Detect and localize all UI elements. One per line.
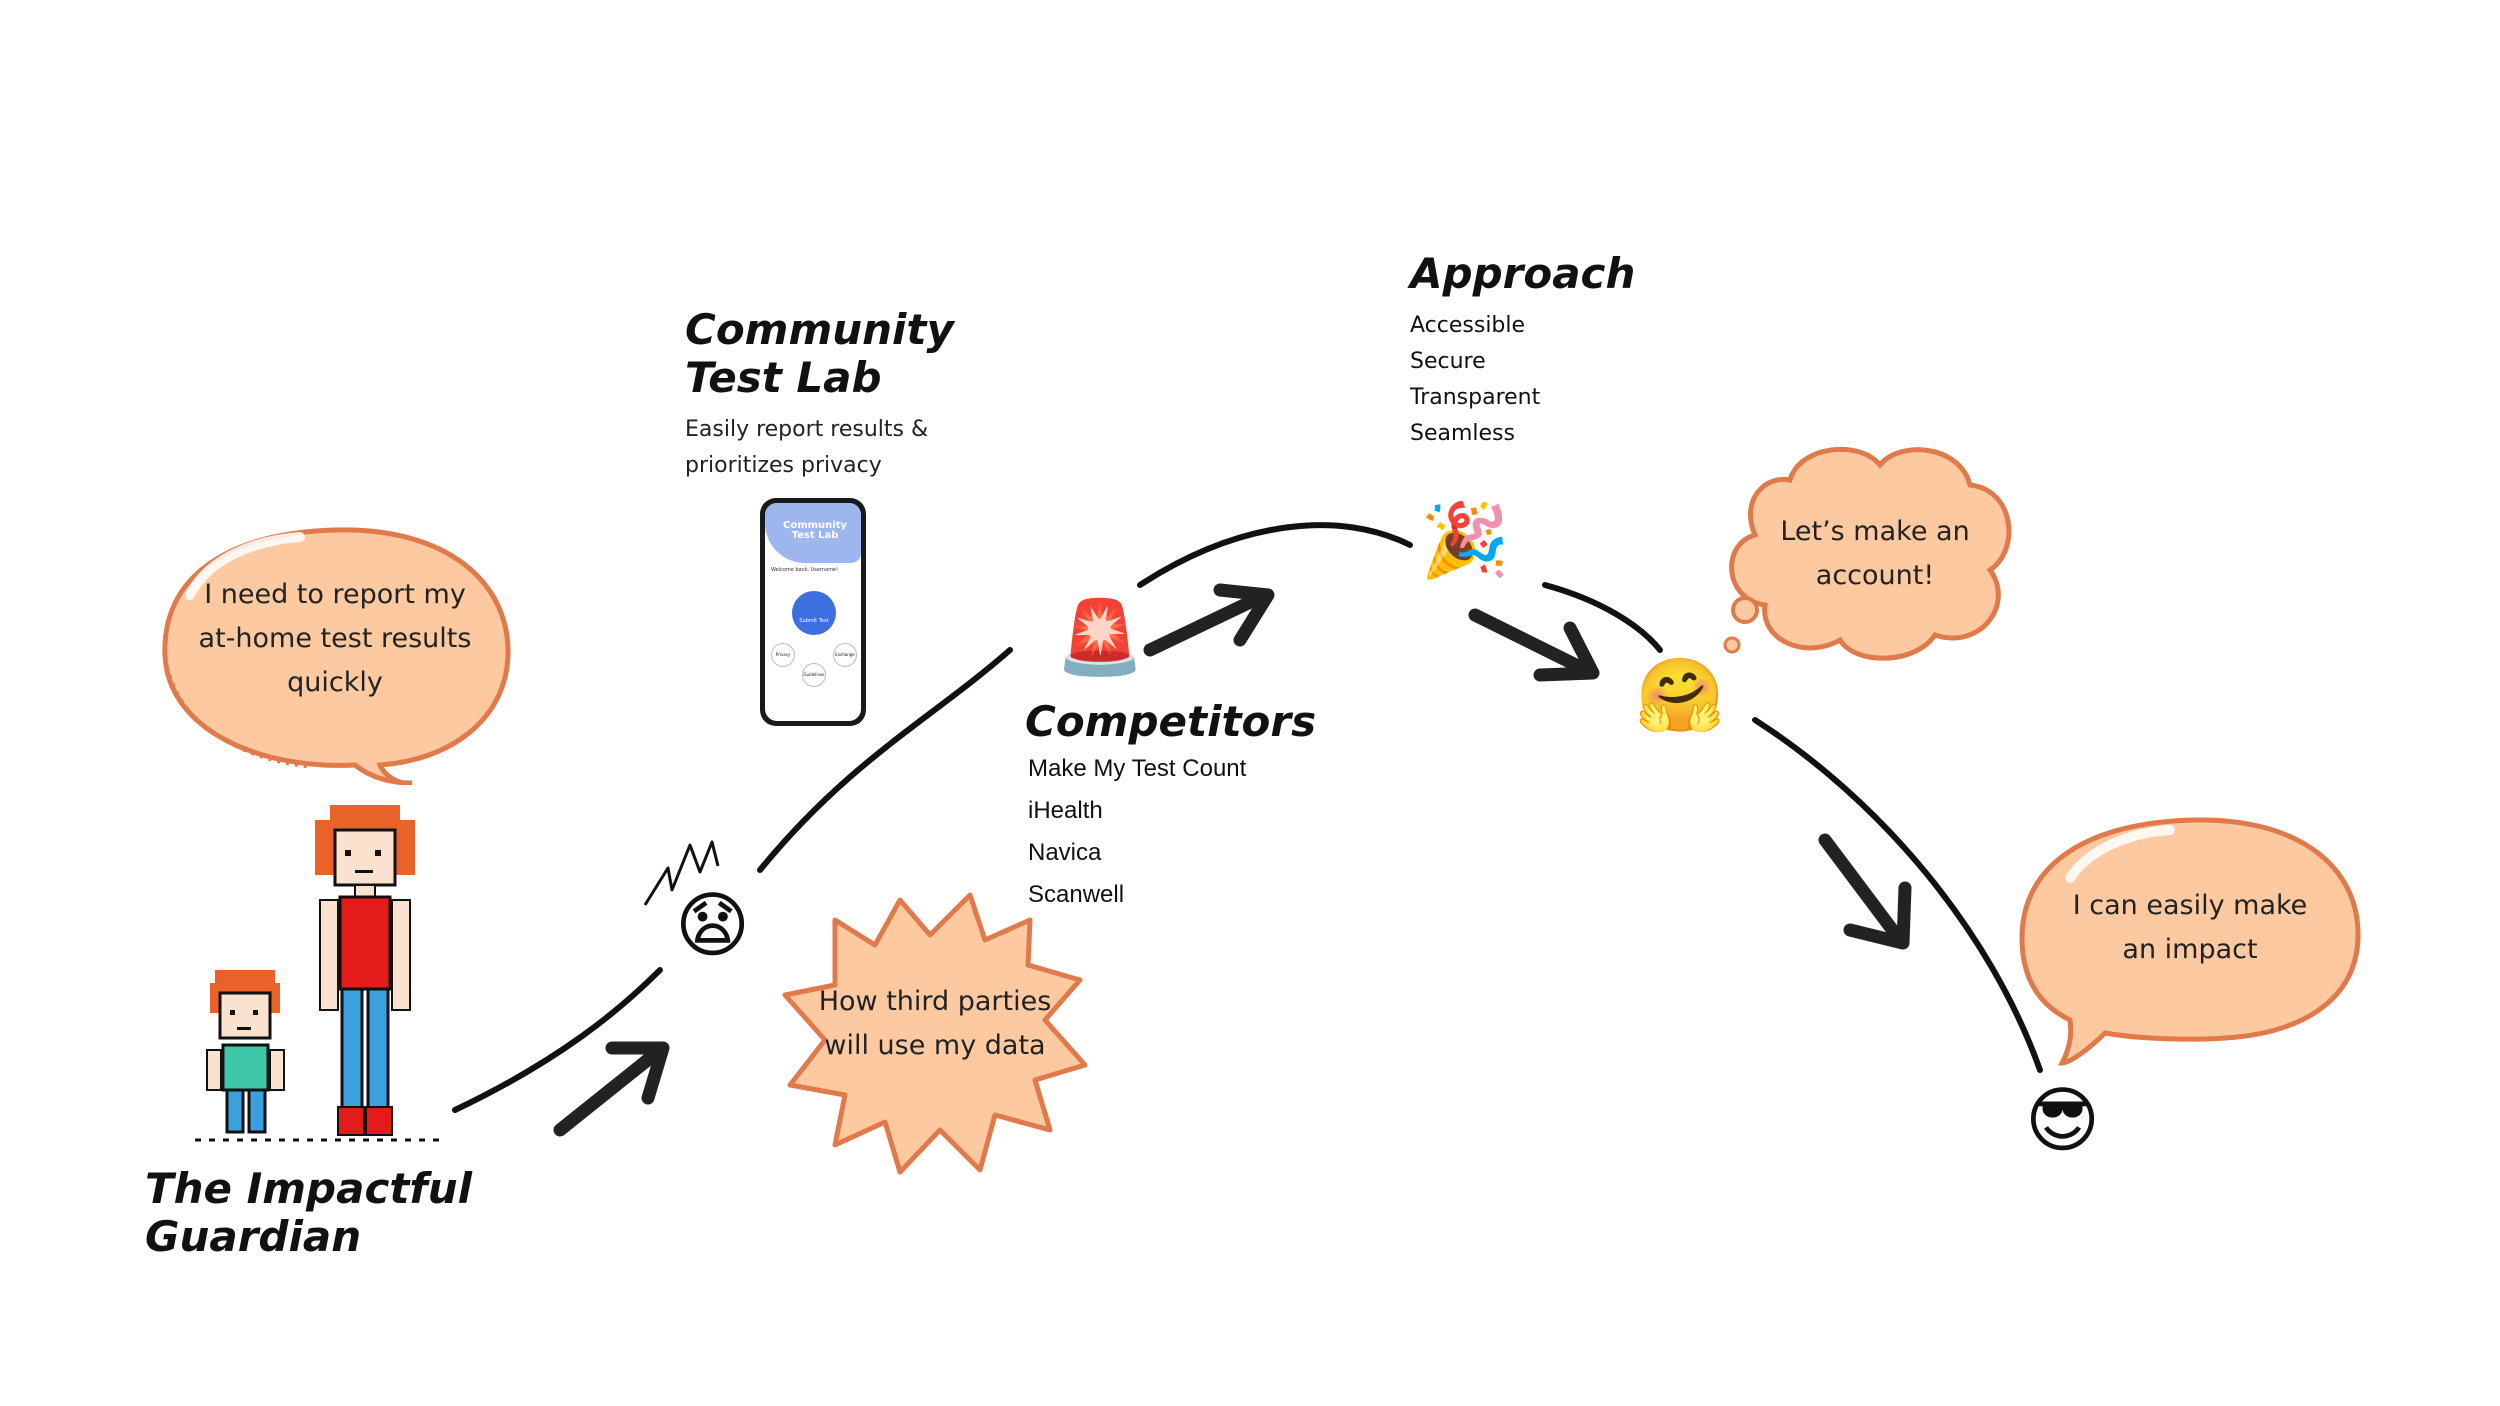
phone-shortcut-exchange[interactable]: Exchange [833, 643, 857, 667]
outcome-text: I can easily make an impact [2072, 890, 2308, 965]
phone-shortcut-privacy[interactable]: Privacy [771, 643, 795, 667]
persona-speech-bubble: I need to report my at-home test results… [150, 515, 520, 786]
approach-item: Accessible [1410, 313, 1526, 338]
party-popper-icon: 🎉 [1420, 498, 1510, 582]
competitors-list: Make My Test Count iHealth Navica Scanwe… [1028, 748, 1388, 916]
competitor-item: Make My Test Count [1028, 755, 1247, 782]
thought-text: Let’s make an account! [1780, 516, 1970, 591]
arrow-up-right-2 [1143, 583, 1275, 657]
worry-burst-bubble: How third parties will use my data [780, 890, 1090, 1180]
journey-curve [1542, 582, 1663, 653]
stress-mark [643, 840, 720, 906]
approach-item: Seamless [1410, 421, 1515, 446]
approach-title: Approach [1410, 249, 1636, 298]
adult-figure [315, 805, 415, 1136]
journey-curve [452, 967, 663, 1113]
competitor-item: Scanwell [1028, 881, 1125, 908]
phone-header [765, 503, 861, 563]
siren-icon: 🚨 [1055, 595, 1145, 679]
competitors-title: Competitors [1025, 697, 1317, 746]
journey-curve [1137, 522, 1413, 588]
phone-shortcut-guidelines[interactable]: Guidelines [802, 663, 826, 687]
approach-list: Accessible Secure Transparent Seamless [1410, 308, 1770, 452]
approach-item: Transparent [1410, 385, 1541, 410]
persona-title: The Impactful Guardian [145, 1164, 472, 1261]
product-subtitle: Easily report results & prioritizes priv… [685, 417, 929, 478]
arrow-down-right-1 [1468, 608, 1600, 682]
worry-text: How third parties will use my data [818, 986, 1052, 1061]
phone-submit-label: Submit Test [799, 618, 829, 624]
worried-face-icon: 😧 [675, 883, 751, 967]
guardian-illustration [195, 805, 445, 1142]
cool-face-icon: 😎 [2025, 1078, 2101, 1162]
competitor-item: Navica [1028, 839, 1102, 866]
phone-welcome: Welcome back, Username! [771, 567, 839, 573]
hugging-face-icon: 🤗 [1635, 653, 1725, 737]
journey-curve [1752, 717, 2043, 1073]
child-figure [206, 970, 285, 1134]
arrow-up-right-1 [553, 1041, 670, 1137]
competitor-item: iHealth [1028, 797, 1103, 824]
phone-app-name: Community Test Lab [782, 520, 847, 541]
phone-submit-button[interactable]: Submit Test [792, 591, 836, 635]
thought-cloud-bubble: Let’s make an account! [1720, 440, 2020, 670]
product-title: Community Test Lab [685, 305, 954, 402]
phone-screen: Community Test Lab Welcome back, Usernam… [765, 503, 861, 721]
arrow-down-right-2 [1818, 833, 1912, 950]
outcome-speech-bubble: I can easily make an impact [2010, 808, 2370, 1068]
persona-speech-text: I need to report my at-home test results… [198, 579, 472, 698]
phone-mockup: Community Test Lab Welcome back, Usernam… [760, 498, 866, 726]
approach-item: Secure [1410, 349, 1486, 374]
journey-curve [757, 647, 1013, 873]
